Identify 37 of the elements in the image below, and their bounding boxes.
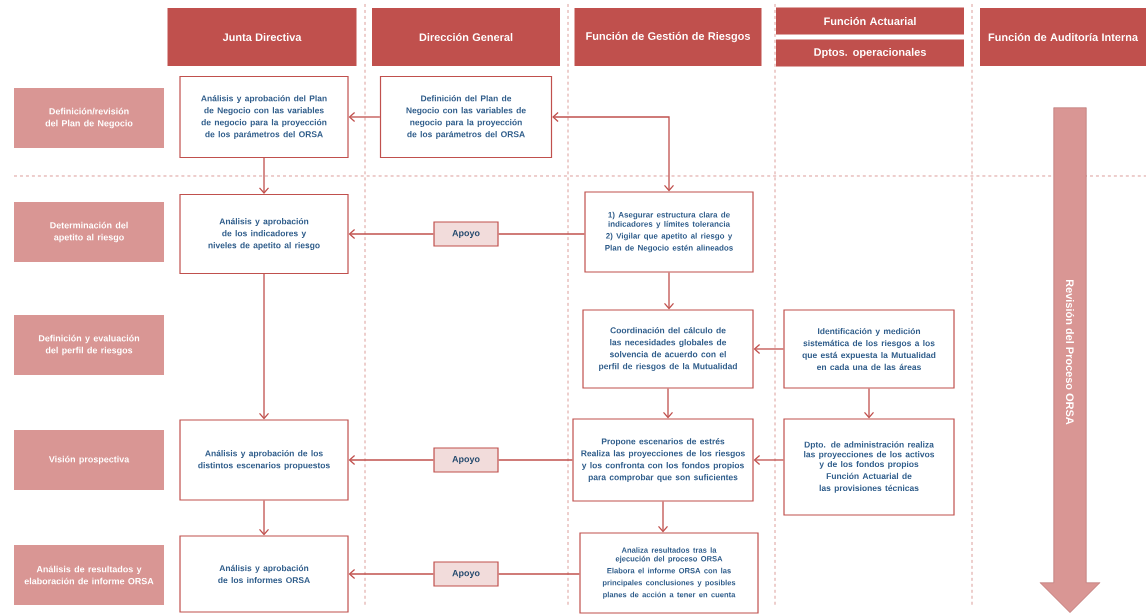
arrow xyxy=(348,111,381,123)
arrow xyxy=(753,343,785,355)
process-box: Coordinación del cálculo de las necesidades globales de solvencia de acuerdo con el perfil de riesgos de la Mutualidad xyxy=(582,309,754,389)
lane-header: Junta Directiva xyxy=(167,8,357,66)
phase-label: Definición/revisión del Plan de Negocio xyxy=(14,88,164,148)
arrow xyxy=(258,499,270,536)
arrow xyxy=(348,228,435,240)
phase-label: Visión prospectiva xyxy=(14,430,164,490)
process-box: Dpto. de administración realiza las proyecciones de los activos y de los fondos propios Función Actuarial de las provisiones técnicas xyxy=(783,418,955,516)
arrow xyxy=(258,157,270,194)
lane-header: Dptos. operacionales xyxy=(776,39,964,67)
process-box: Identificación y medición sistemática de los riesgos a los que está expuesta la Mutualidad en cada una de las áreas xyxy=(783,309,955,389)
process-box: Análisis y aprobación de los informes ORSA xyxy=(179,535,349,613)
arrow xyxy=(662,387,674,419)
phase-label: Definición y evaluación del perfil de riesgos xyxy=(14,315,164,375)
support-tag: Apoyo xyxy=(433,561,499,587)
arrow xyxy=(657,500,669,533)
phase-label: Análisis de resultados y elaboración de informe ORSA xyxy=(14,545,164,605)
phase-label: Determinación del apetito al riesgo xyxy=(14,202,164,262)
process-box: Definición del Plan de Negocio con las variables de negocio para la proyección de los parámetros del ORSA xyxy=(379,75,553,159)
arrow xyxy=(663,271,675,310)
arrow xyxy=(863,387,875,419)
process-box: Análisis y aprobación de los indicadores y niveles de apetito al riesgo xyxy=(179,193,349,275)
support-tag: Apoyo xyxy=(433,447,499,473)
lane-header: Función Actuarial xyxy=(776,7,964,35)
process-box: Análisis y aprobación del Plan de Negocio con las variables de negocio para la proyección de los parámetros del ORSA xyxy=(179,75,349,159)
arrow xyxy=(552,111,675,192)
lane-header: Dirección General xyxy=(372,8,560,66)
arrow xyxy=(348,454,435,466)
process-box: Análisis y aprobación de los distintos escenarios propuestos xyxy=(179,419,349,501)
arrow xyxy=(258,273,270,420)
support-tag: Apoyo xyxy=(433,221,499,247)
lane-header: Función de Gestión de Riesgos xyxy=(574,8,762,66)
arrow xyxy=(348,568,435,580)
lane-header: Función de Auditoría Interna xyxy=(980,8,1146,66)
process-box: Propone escenarios de estrés Realiza las proyecciones de los riesgos y los confronta con los fondos propios para comprobar que son suficientes xyxy=(572,418,754,502)
arrow xyxy=(753,454,785,466)
